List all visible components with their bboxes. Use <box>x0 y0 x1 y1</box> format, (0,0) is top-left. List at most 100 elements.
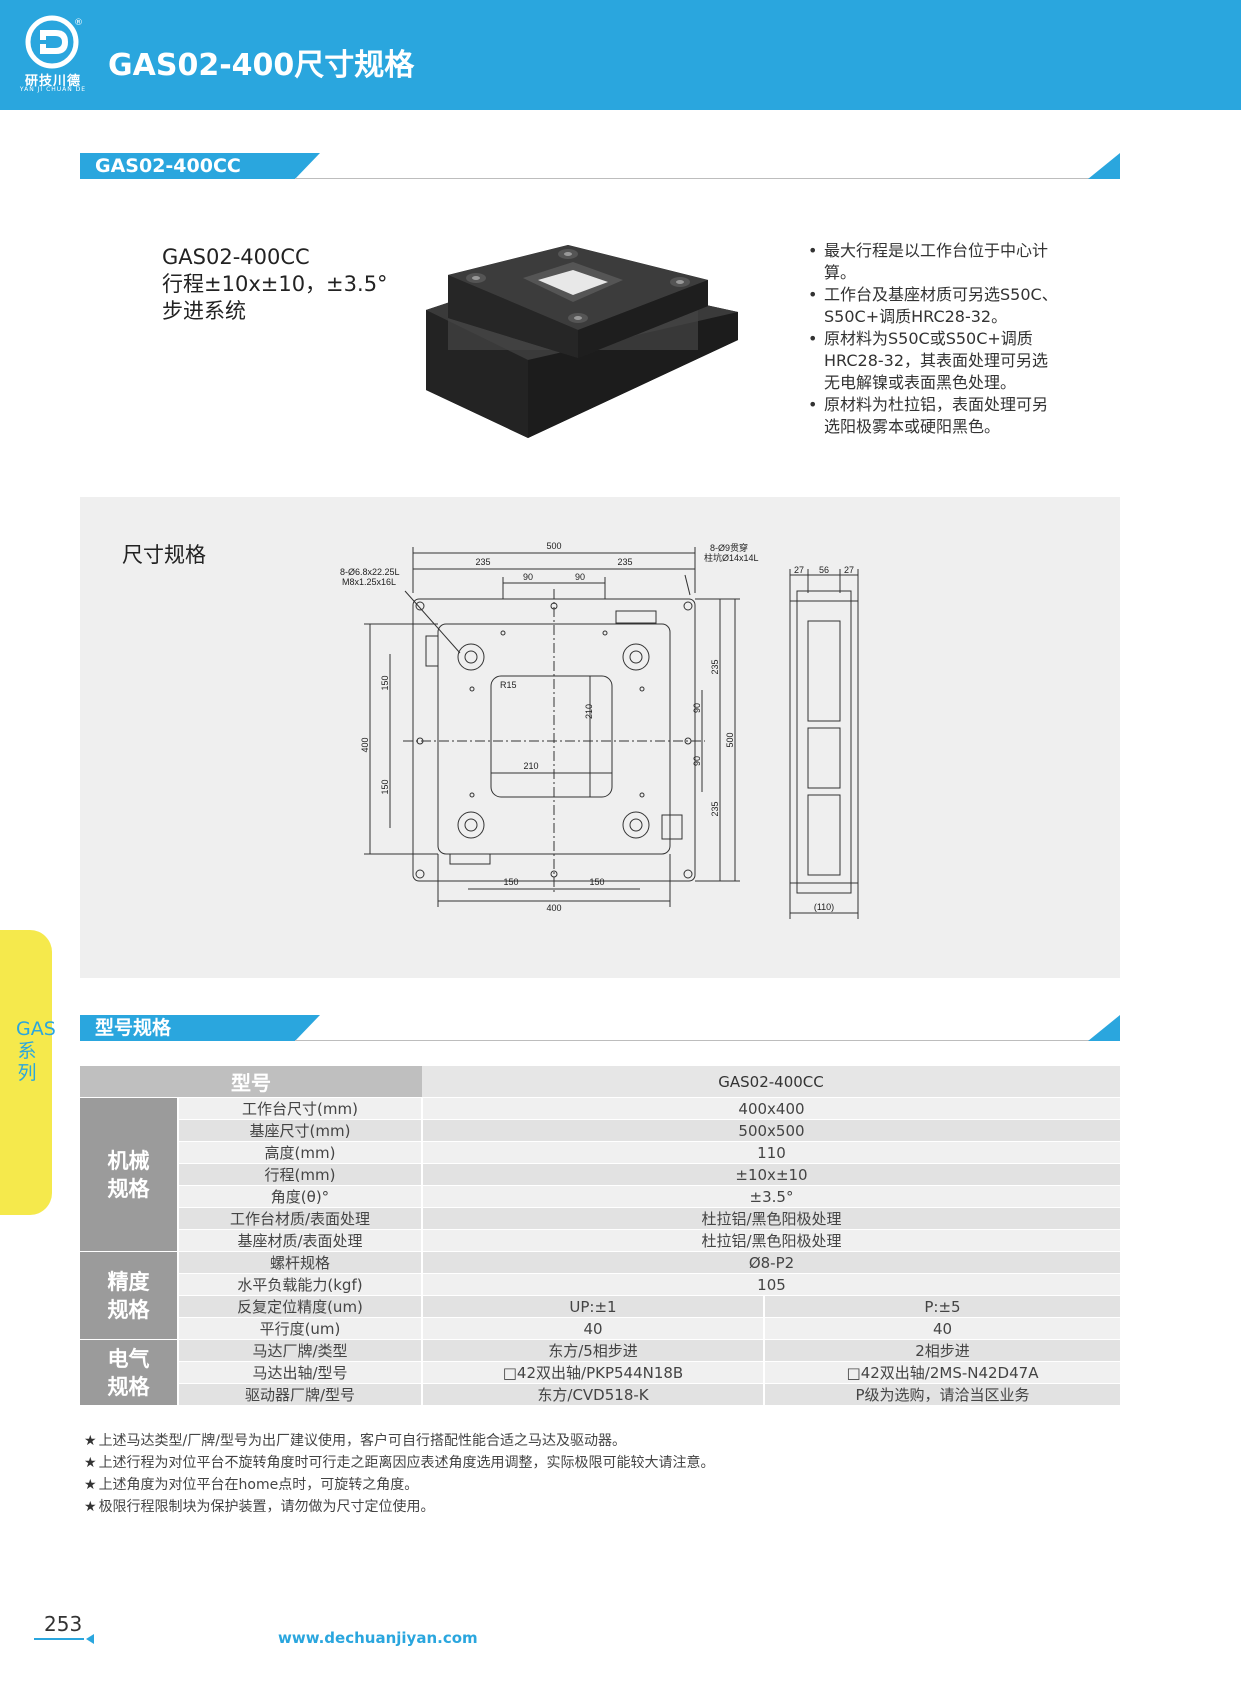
dim-top-90-left: 90 <box>523 572 533 582</box>
param-name: 水平负载能力(kgf) <box>178 1273 423 1296</box>
table-row: 机械规格 工作台尺寸(mm) 400x400 <box>80 1097 1120 1252</box>
dim-top-235-right: 235 <box>617 557 632 567</box>
table-row: 驱动器厂牌/型号 东方/CVD518-K P级为选购，请洽当区业务 <box>80 1383 1120 1406</box>
website-link[interactable]: www.dechuanjiyan.com <box>278 1629 478 1647</box>
dim-inner-210-h: 210 <box>523 761 538 771</box>
group-name: 机械 <box>107 1148 150 1173</box>
dim-left-400: 400 <box>360 737 370 752</box>
dim-r15: R15 <box>500 680 517 690</box>
note-item: 极限行程限制块为保护装置，请勿做为尺寸定位使用。 <box>84 1496 715 1518</box>
param-value: ±3.5° <box>422 1185 1120 1208</box>
table-row: 电气规格 马达厂牌/类型 东方/5相步进 2相步进 <box>80 1339 1120 1406</box>
table-row: 基座材质/表面处理 杜拉铝/黑色阳极处理 <box>80 1229 1120 1252</box>
param-name: 高度(mm) <box>178 1141 423 1164</box>
registered-mark: ® <box>74 18 83 28</box>
group-name: 精度 <box>107 1269 150 1294</box>
group-name: 规格 <box>107 1176 150 1201</box>
table-header-row: 型号 GAS02-400CC <box>80 1066 1120 1098</box>
note-item: 上述角度为对位平台在home点时，可旋转之角度。 <box>84 1474 715 1496</box>
hole-note-2: M8x1.25x16L <box>342 577 396 587</box>
dim-right-90-bottom: 90 <box>692 756 702 766</box>
dim-right-235-top: 235 <box>710 659 720 674</box>
param-value: 400x400 <box>422 1097 1120 1120</box>
dim-inner-210-v: 210 <box>584 704 594 719</box>
section-bar-triangle <box>1088 1015 1120 1041</box>
param-name: 工作台材质/表面处理 <box>178 1207 423 1230</box>
section-bar-label: GAS02-400CC <box>80 153 295 179</box>
param-name: 马达厂牌/类型 <box>178 1339 423 1362</box>
param-value: Ø8-P2 <box>422 1251 1120 1274</box>
group-name: 电气 <box>107 1346 150 1371</box>
spec-table: 型号 GAS02-400CC 机械规格 工作台尺寸(mm) 400x400 基座… <box>80 1066 1120 1406</box>
group-electrical: 电气规格 <box>80 1339 179 1406</box>
bore-note-1: 8-Ø9贯穿 <box>710 542 748 553</box>
dim-bottom-400: 400 <box>546 903 561 913</box>
table-row: 水平负载能力(kgf) 105 <box>80 1273 1120 1296</box>
group-precision: 精度规格 <box>80 1251 179 1340</box>
dim-side-27-left: 27 <box>794 565 804 575</box>
param-name: 基座尺寸(mm) <box>178 1119 423 1142</box>
bore-note-2: 柱坑Ø14x14L <box>704 552 759 563</box>
group-mechanical: 机械规格 <box>80 1097 179 1252</box>
param-value: ±10x±10 <box>422 1163 1120 1186</box>
table-row: 平行度(um) 40 40 <box>80 1317 1120 1340</box>
note-item: 上述行程为对位平台不旋转角度时可行走之距离因应表述角度选用调整，实际极限可能较大… <box>84 1452 715 1474</box>
dim-right-500: 500 <box>725 732 735 747</box>
param-value-left: 40 <box>422 1317 765 1340</box>
company-logo-icon <box>25 15 79 69</box>
table-row: 角度(θ)° ±3.5° <box>80 1185 1120 1208</box>
table-header-value: GAS02-400CC <box>422 1066 1120 1098</box>
param-value-right: 40 <box>764 1317 1120 1340</box>
product-name: GAS02-400CC <box>162 245 310 269</box>
group-name: 规格 <box>107 1297 150 1322</box>
dimension-drawing: 500 235 235 90 90 8-Ø6.8x22.25L M8x1.25x… <box>340 541 859 919</box>
table-header-label: 型号 <box>80 1066 422 1098</box>
section-bar-label: 型号规格 <box>80 1015 295 1041</box>
dim-left-150-bottom: 150 <box>380 779 390 794</box>
note-item: 上述马达类型/厂牌/型号为出厂建议使用，客户可自行搭配性能合适之马达及驱动器。 <box>84 1430 715 1452</box>
feature-item: 最大行程是以工作台位于中心计算。 <box>808 240 1058 284</box>
section-bar-slant <box>295 1015 320 1041</box>
table-row: 反复定位精度(um) UP:±1 P:±5 <box>80 1295 1120 1318</box>
group-name: 规格 <box>107 1374 150 1399</box>
notes-list: 上述马达类型/厂牌/型号为出厂建议使用，客户可自行搭配性能合适之马达及驱动器。 … <box>84 1430 715 1518</box>
param-name: 基座材质/表面处理 <box>178 1229 423 1252</box>
param-value-right: P:±5 <box>764 1295 1120 1318</box>
dimension-title: 尺寸规格 <box>122 543 206 567</box>
dim-right-235-bottom: 235 <box>710 801 720 816</box>
hole-note-1: 8-Ø6.8x22.25L <box>340 567 400 577</box>
feature-item: 原材料为杜拉铝，表面处理可另选阳极雾本或硬阳黑色。 <box>808 394 1058 438</box>
dim-right-90-top: 90 <box>692 703 702 713</box>
table-row: 精度规格 螺杆规格 Ø8-P2 <box>80 1251 1120 1340</box>
dim-side-110: (110) <box>814 902 834 912</box>
product-drive: 步进系统 <box>162 299 246 323</box>
table-row: 基座尺寸(mm) 500x500 <box>80 1119 1120 1142</box>
param-value: 500x500 <box>422 1119 1120 1142</box>
dim-side-56: 56 <box>819 565 829 575</box>
table-row: 高度(mm) 110 <box>80 1141 1120 1164</box>
section-bar-line <box>295 178 1120 179</box>
param-value: 110 <box>422 1141 1120 1164</box>
param-value-right: 2相步进 <box>764 1339 1120 1362</box>
feature-item: 工作台及基座材质可另选S50C、S50C+调质HRC28-32。 <box>808 284 1058 328</box>
dimension-panel: 尺寸规格 <box>80 497 1120 978</box>
dim-bottom-150-left: 150 <box>503 877 518 887</box>
dim-top-235-left: 235 <box>475 557 490 567</box>
section-bar-line <box>295 1040 1120 1041</box>
page-header: ® 研技川德 YAN JI CHUAN DE GAS02-400尺寸规格 <box>0 0 1241 110</box>
logo-subtext: YAN JI CHUAN DE <box>19 86 87 93</box>
page-arrow-icon <box>86 1634 94 1644</box>
param-value-left: 东方/5相步进 <box>422 1339 765 1362</box>
page-number: 253 <box>44 1612 83 1636</box>
product-travel: 行程±10x±10，±3.5° <box>162 272 388 296</box>
param-name: 工作台尺寸(mm) <box>178 1097 423 1120</box>
section-bar-spec: 型号规格 <box>80 1015 1120 1041</box>
param-value: 杜拉铝/黑色阳极处理 <box>422 1229 1120 1252</box>
feature-list: 最大行程是以工作台位于中心计算。 工作台及基座材质可另选S50C、S50C+调质… <box>808 240 1058 438</box>
series-side-tab <box>0 930 52 1215</box>
feature-item: 原材料为S50C或S50C+调质HRC28-32，其表面处理可另选无电解镍或表面… <box>808 328 1058 394</box>
page-number-underline <box>34 1638 84 1640</box>
section-bar-triangle <box>1088 153 1120 179</box>
table-row: 马达出轴/型号 □42双出轴/PKP544N18B □42双出轴/2MS-N42… <box>80 1361 1120 1384</box>
dim-top-90-right: 90 <box>575 572 585 582</box>
